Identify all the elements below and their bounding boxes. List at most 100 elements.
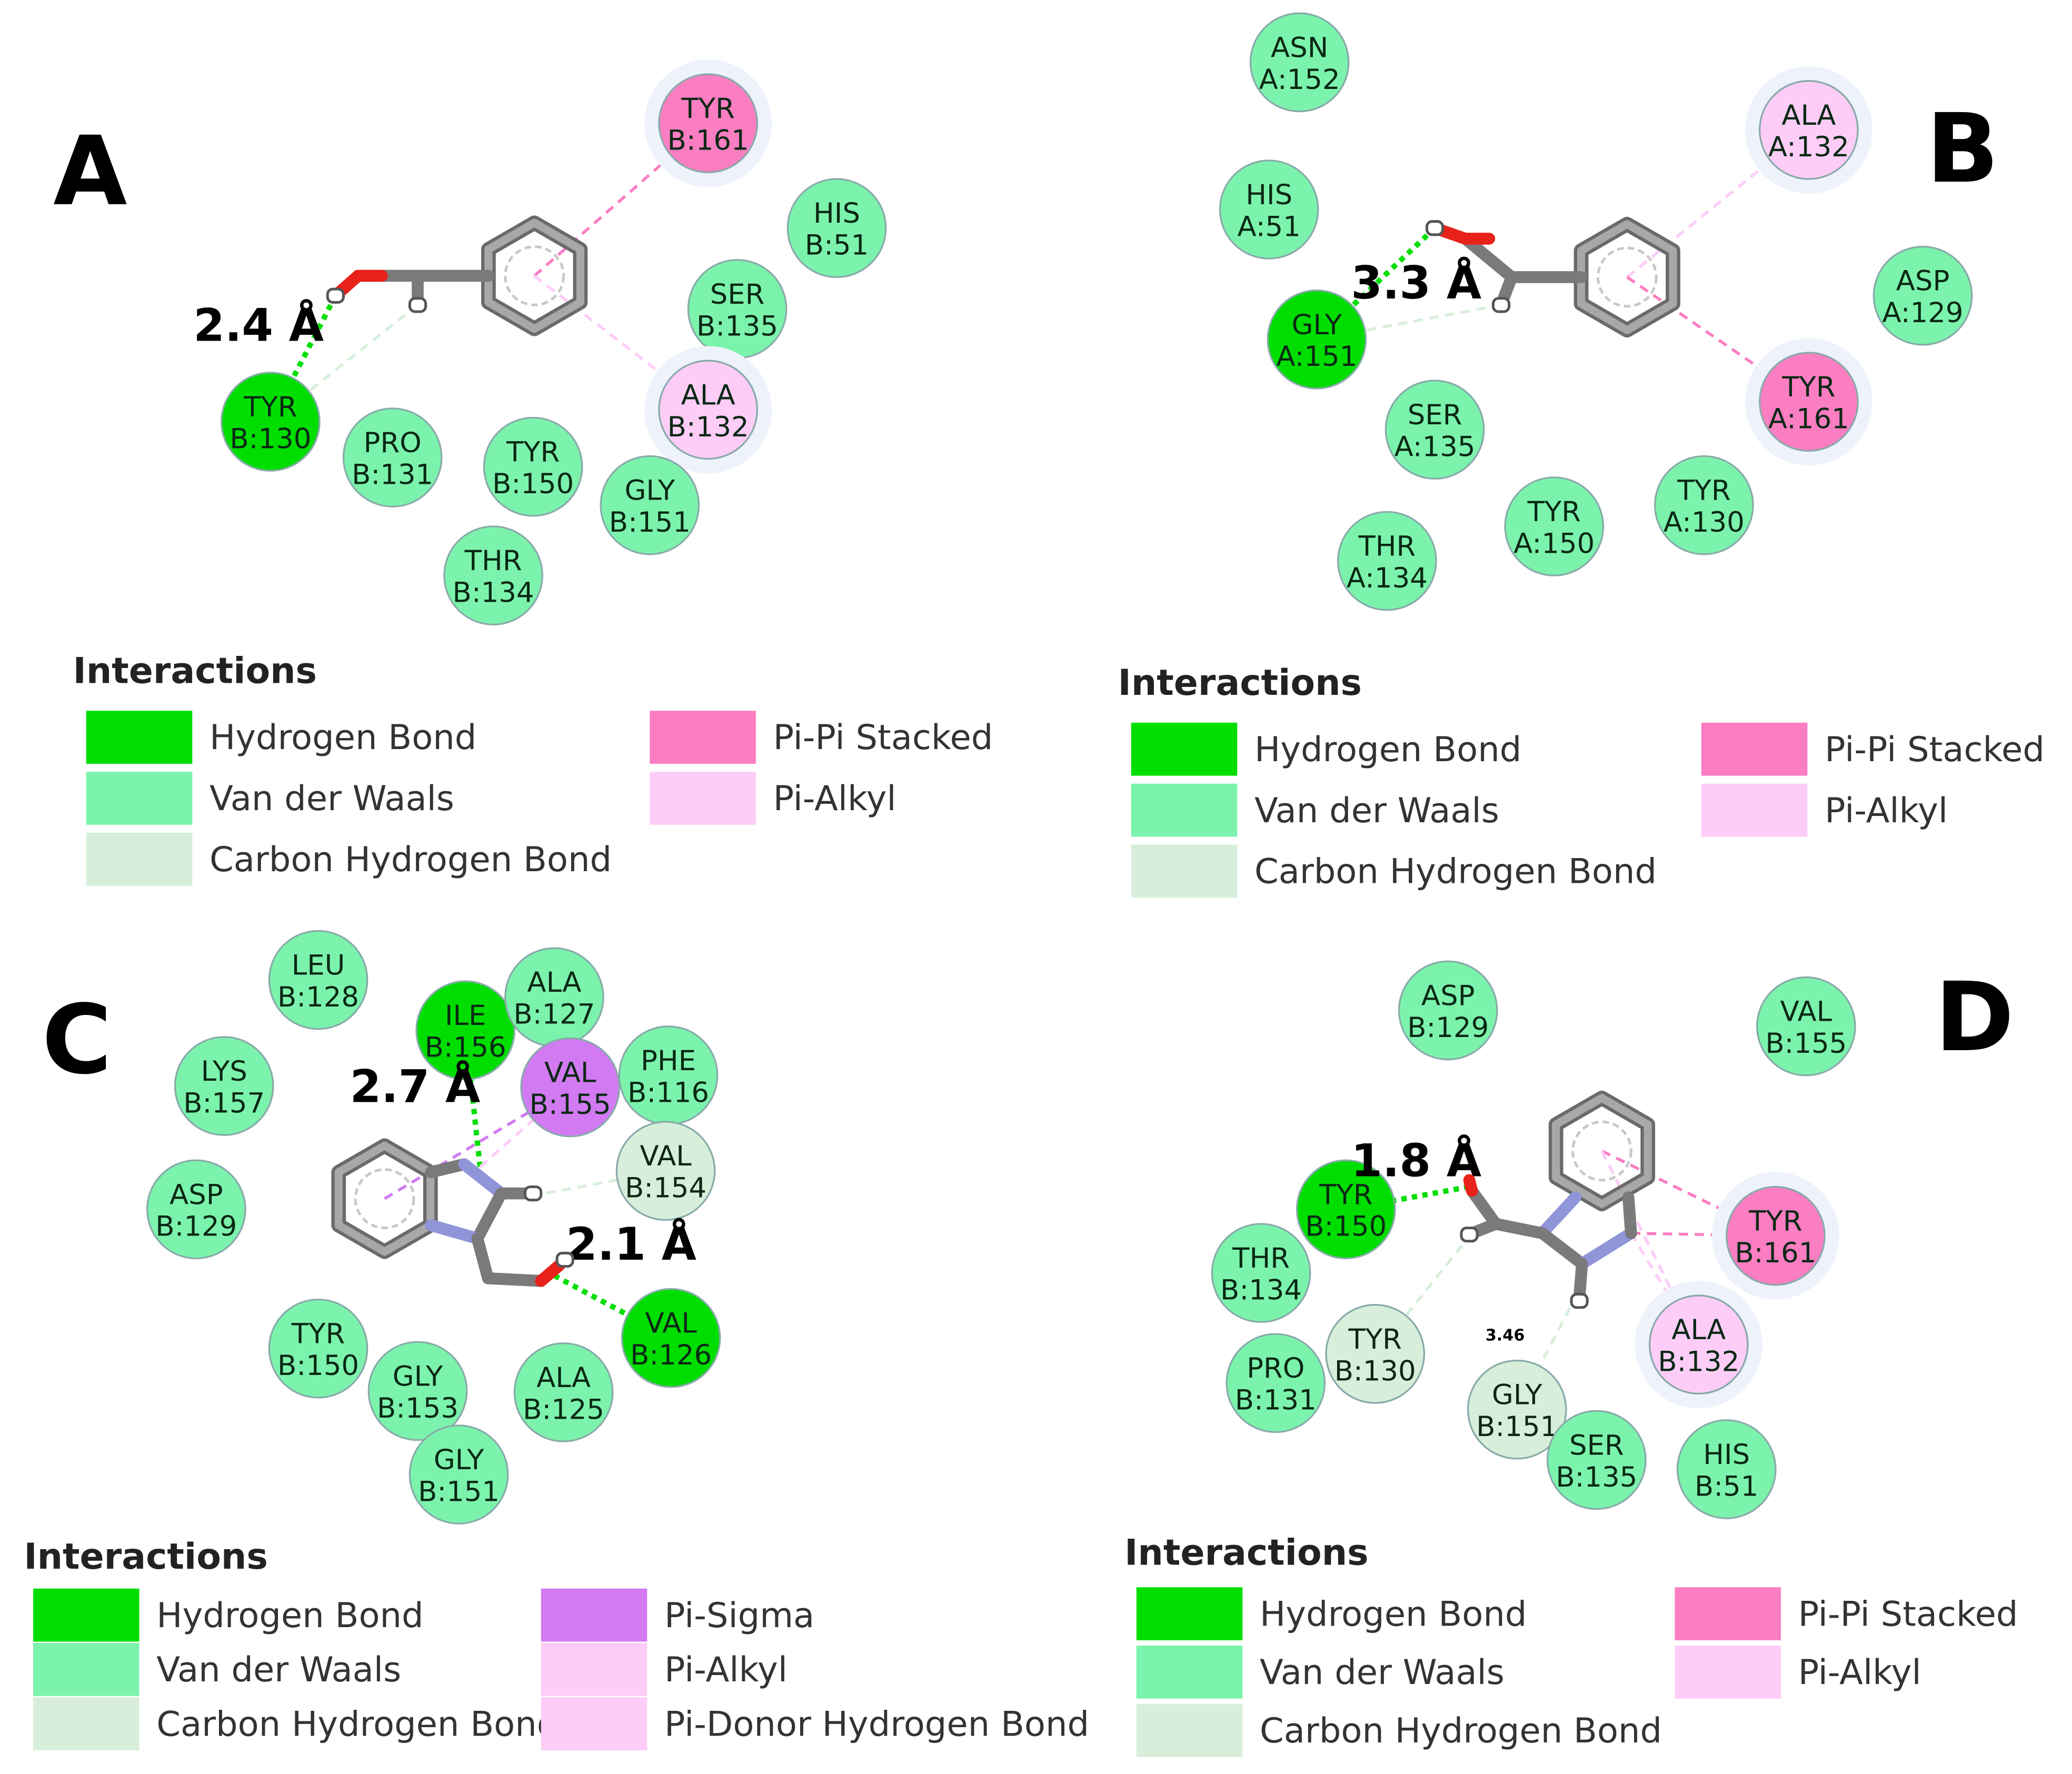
residue-name: ILE	[445, 1000, 486, 1032]
residue-name: VAL	[544, 1057, 596, 1089]
residue-name: LYS	[201, 1055, 247, 1088]
residue-name: ALA	[527, 966, 581, 999]
residue-id: B:161	[1735, 1237, 1816, 1269]
residue-circle	[621, 1288, 721, 1388]
residue-id: B:125	[523, 1393, 604, 1426]
residue-circle	[1759, 352, 1859, 452]
legend-label: Hydrogen Bond	[156, 1596, 423, 1636]
legend-swatch	[1701, 783, 1808, 837]
residue-id: B:154	[625, 1172, 706, 1204]
legend-swatch	[1136, 1646, 1243, 1699]
residue-circle	[615, 1121, 716, 1221]
legend-swatch	[33, 1643, 140, 1696]
residue-name: HIS	[813, 197, 860, 230]
residue-circle	[1654, 455, 1754, 555]
panel-label: A	[53, 116, 127, 227]
residue-id: A:152	[1259, 64, 1340, 96]
residue-circle	[1267, 290, 1367, 390]
residue-circle	[342, 407, 443, 507]
ligand-A	[326, 215, 588, 336]
residue-name: TYR	[1677, 475, 1730, 507]
legend-title: Interactions	[73, 650, 317, 692]
residues-C: LEUB:128ILEB:156ALAB:127LYSB:157VALB:155…	[146, 930, 721, 1524]
legend-title: Interactions	[1118, 662, 1362, 704]
legend-title: Interactions	[1124, 1532, 1368, 1573]
residue-id: B:130	[230, 423, 311, 455]
residue-circle	[1726, 1185, 1826, 1286]
residue-id: B:128	[277, 981, 359, 1013]
residue-circle	[268, 1298, 368, 1399]
distance-label: 2.7 Å	[350, 1060, 481, 1113]
residue-id: B:151	[418, 1476, 500, 1508]
residue-name: ALA	[1671, 1314, 1726, 1346]
residue-id: B:150	[1305, 1211, 1387, 1243]
legend-label: Pi-Sigma	[664, 1596, 814, 1636]
residue-name: SER	[1569, 1429, 1624, 1461]
residue-circle	[658, 73, 758, 174]
legend-title: Interactions	[24, 1536, 267, 1578]
residue-id: A:132	[1768, 131, 1849, 163]
legend-swatch	[1675, 1587, 1781, 1641]
legend-label: Pi-Donor Hydrogen Bond	[664, 1704, 1089, 1744]
legend-swatch	[1675, 1646, 1781, 1699]
residue-name: ASP	[1421, 980, 1475, 1012]
residue-id: B:135	[1556, 1461, 1637, 1493]
legend-label: Carbon Hydrogen Bond	[1260, 1711, 1662, 1751]
residue-name: TYR	[1319, 1179, 1372, 1211]
legend-swatch	[541, 1697, 647, 1751]
residue-circle	[1219, 160, 1319, 260]
residue-id: B:155	[1765, 1028, 1847, 1060]
residue-id: B:135	[696, 310, 778, 342]
residue-id: B:132	[668, 411, 749, 443]
residue-id: B:126	[630, 1339, 712, 1371]
legend-label: Carbon Hydrogen Bond	[210, 840, 612, 880]
ligand-B	[1425, 216, 1680, 338]
distance-label: 2.4 Å	[193, 299, 324, 352]
residue-name: THR	[1358, 530, 1416, 562]
residue-id: B:51	[1695, 1470, 1758, 1502]
residue-circle	[1398, 960, 1498, 1061]
distance-label: 3.3 Å	[1351, 257, 1481, 310]
residue-id: A:161	[1768, 403, 1849, 435]
legend-swatch	[33, 1697, 140, 1751]
residue-name: TYR	[506, 436, 560, 469]
residue-name: SER	[710, 278, 765, 311]
legend-label: Van der Waals	[1254, 791, 1499, 831]
residue-name: THR	[464, 545, 522, 577]
residue-circle	[367, 1341, 468, 1441]
residue-circle	[174, 1036, 274, 1136]
panel-label: C	[42, 984, 112, 1095]
residue-name: TYR	[243, 391, 297, 423]
legend-label: Van der Waals	[210, 779, 454, 819]
legend-label: Hydrogen Bond	[210, 717, 476, 758]
legend-label: Hydrogen Bond	[1254, 730, 1521, 770]
legend-swatch	[86, 772, 193, 825]
ligand-C	[331, 1138, 574, 1287]
legend-swatch	[541, 1643, 647, 1696]
legend-swatch	[1131, 783, 1238, 837]
residue-name: LEU	[292, 949, 345, 981]
residue-circle	[268, 930, 368, 1030]
legend-label: Pi-Alkyl	[1798, 1652, 1921, 1692]
residue-id: B:131	[352, 459, 433, 491]
legend-label: Pi-Pi Stacked	[1825, 730, 2045, 770]
residue-name: ASP	[1896, 265, 1950, 297]
